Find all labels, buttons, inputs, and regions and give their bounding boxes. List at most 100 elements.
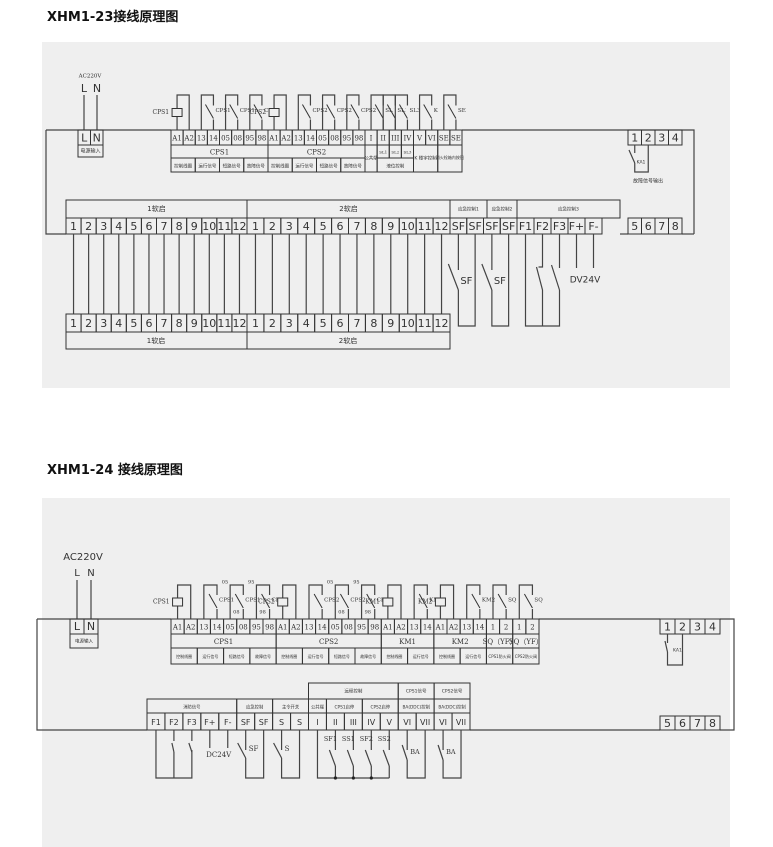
contact-icon [418,593,428,609]
button-icon [364,749,372,767]
diagram-title-xhm1-23: XHM1-23接线原理图 [47,10,179,25]
gap [211,105,216,120]
coil-icon [171,108,183,117]
relay-terminal-label: 2 [645,132,652,145]
top-terminal-label: A1 [435,624,446,632]
gap [372,595,377,609]
aux-label: 98 [365,610,371,616]
top-terminal-label: 2 [504,624,508,632]
sl-group-label: SL2 [391,150,399,155]
lower-label: 1软启 [147,336,165,345]
top-sub-label: 运行信号 [308,653,324,659]
top-terminal-label: 95 [357,624,366,632]
top-sub-label: 短路信号 [223,163,241,170]
bottom-terminal-label: SF [452,220,465,233]
lower-terminal-label: 8 [370,317,377,330]
bottom-terminal-label: F+ [569,220,585,233]
power-input-cell [77,144,104,158]
switch-icon [401,744,408,761]
gap [267,595,272,609]
top-terminal-label: V [416,135,423,143]
button-label: SS2 [378,735,391,743]
top-terminal-label: VI [427,135,436,143]
switch-label: SF [494,276,506,287]
top-sub-label: CPS2防火阀 [515,653,537,659]
bottom-terminal-label: V [387,718,393,727]
top-terminal-label: 98 [354,135,363,143]
bottom-terminal-label: F1 [151,718,161,727]
bottom-terminal-label: 1 [70,220,77,233]
gap [241,595,246,609]
top-group-label: KM1 [399,638,416,646]
top-terminal-label: A2 [395,624,406,632]
bottom-header-label: 2软启 [339,204,357,213]
top-sub-label: 运行信号 [202,653,218,659]
wire [720,618,735,731]
top-sub-label: 运行信号 [465,653,481,659]
top-terminal-label: 1 [491,624,495,632]
top-sub-label: 短路信号 [320,163,338,170]
contact-label: CPS1 [219,598,234,604]
bottom-terminal-label: 12 [232,220,246,233]
relay-label: KA1 [637,160,646,166]
lower-terminal-label: 10 [202,317,216,330]
top-terminal-label: 13 [410,624,419,632]
contact-icon [234,593,244,609]
top-sub-label: 控制线圈 [386,653,402,659]
top-sub-label: 控制线圈 [174,163,192,170]
aux-label: 08 [233,610,239,616]
contact-label: CPS1 [240,108,255,114]
lower-terminal-label: 11 [217,317,231,330]
contact-icon [399,104,408,119]
sl-group-label: SL1 [379,150,387,155]
lower-terminal-label: 7 [161,317,168,330]
power-terminal-label: N [93,132,101,145]
gap [504,595,509,609]
contact-icon [535,266,544,326]
k-label: K 楼宇控制 [414,155,437,162]
contact-icon [447,104,457,119]
power-input-label: 电源输入 [80,148,100,155]
top-terminal-label: A1 [277,624,288,632]
top-terminal-label: 08 [233,135,242,143]
top-terminal-label: 13 [462,624,471,632]
level-control-label: 液位控制 [386,163,404,170]
top-terminal-label: 98 [265,624,274,632]
bottom-terminal-label: VII [420,718,430,727]
top-terminal-label: 05 [221,135,230,143]
wire [457,234,476,327]
top-sub-label: 运行信号 [413,653,429,659]
bottom-top-header-label: CPS1信号 [406,688,427,695]
gap [530,595,535,609]
contact-icon [261,593,271,609]
relay-terminal-label: 1 [664,621,671,634]
contact-label: SE [458,108,466,114]
bottom-terminal-label: F- [224,718,232,727]
common-label: 公共端 [364,155,378,162]
aux-label: 08 [338,610,344,616]
bottom-header-label: 应急控制 [246,704,263,711]
contact-label: KM2 [482,598,495,604]
top-terminal-label: I [370,135,373,143]
coil-icon [382,597,394,607]
bottom-terminal-label: SF [502,220,515,233]
bottom-terminal-label: 4 [115,220,122,233]
contact-label: KM2 [418,599,433,606]
top-terminal-label: 95 [252,624,261,632]
top-terminal-label: A2 [290,624,301,632]
bottom-terminal-label: SF [241,718,251,727]
button-icon [328,749,336,767]
lower-terminal-label: 9 [387,317,394,330]
relay-label: KA1 [673,648,682,654]
contact-icon [171,742,175,753]
bottom-terminal-label: 2 [85,220,92,233]
top-terminal-label: 14 [318,624,327,632]
gap [453,105,458,120]
switch-icon [437,744,444,761]
top-sub-label: 控制线圈 [281,653,297,659]
button-icon [382,749,390,767]
lower-terminal-label: 10 [401,317,415,330]
aux-label: 95 [353,580,359,586]
contact-label: CPS2 [361,108,376,114]
bottom-terminal-label: F1 [519,220,532,233]
